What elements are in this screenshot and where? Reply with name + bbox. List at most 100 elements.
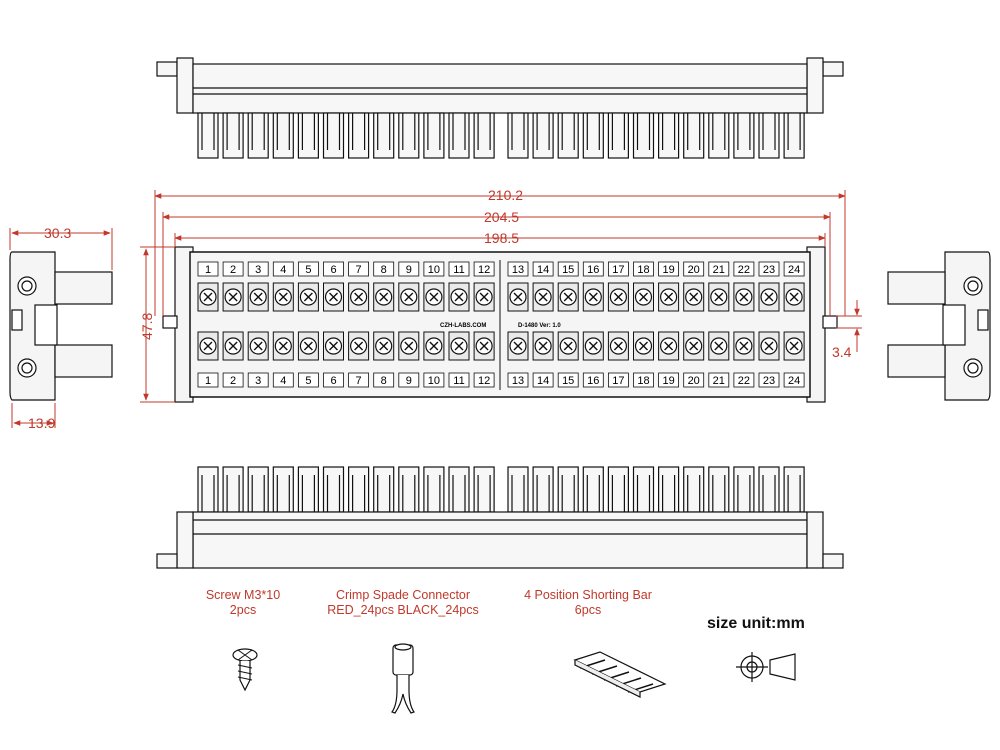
dim-rail-offset: 13.9 xyxy=(28,415,55,431)
terminal-screw-top xyxy=(448,282,470,312)
terminal-number-top: 17 xyxy=(612,264,624,276)
screw-slot xyxy=(513,341,523,351)
top-tooth xyxy=(758,112,780,159)
screw-slot xyxy=(379,341,389,351)
terminal-number-bottom: 5 xyxy=(305,375,311,387)
screw-slot xyxy=(278,292,288,302)
bottom-tooth xyxy=(733,466,755,513)
dim-mount-pitch: 204.5 xyxy=(484,209,519,225)
terminal-number-bottom: 1 xyxy=(205,375,211,387)
terminal-number-top: 6 xyxy=(330,264,336,276)
screw-icon xyxy=(232,648,258,692)
number-cell xyxy=(398,261,420,277)
terminal-number-bottom: 4 xyxy=(280,375,286,387)
number-cell xyxy=(373,372,395,388)
terminal-number-bottom: 3 xyxy=(255,375,261,387)
screw-slot xyxy=(479,341,489,351)
screw-slot xyxy=(329,341,338,351)
terminal-screw-top xyxy=(708,282,730,312)
bottom-tooth xyxy=(557,466,579,513)
number-cell xyxy=(633,261,654,277)
number-cell xyxy=(197,261,219,277)
terminal-number-top: 4 xyxy=(280,264,286,276)
terminal-screw-bottom xyxy=(323,331,344,361)
terminal-number-top: 16 xyxy=(587,264,599,276)
terminal-screw-bottom xyxy=(733,331,755,361)
bottom-tooth xyxy=(373,466,395,513)
bottom-tooth xyxy=(398,466,420,513)
bottom-tooth xyxy=(632,466,655,513)
screw-slot xyxy=(689,292,699,302)
terminal-screw-bottom xyxy=(582,331,604,361)
terminal-number-top: 5 xyxy=(305,264,311,276)
board-model-mark: D-1480 Ver: 1.0 xyxy=(518,323,561,329)
top-tooth xyxy=(783,112,805,159)
number-cell xyxy=(608,372,629,388)
screw-slot xyxy=(429,292,439,302)
terminal-screw-top xyxy=(733,282,755,312)
bottom-tooth xyxy=(532,466,554,513)
terminal-screw-top xyxy=(398,282,420,312)
bottom-tooth xyxy=(448,466,470,513)
number-cell xyxy=(683,261,705,277)
screw-slot xyxy=(479,292,489,302)
terminal-number-top: 12 xyxy=(478,264,490,276)
number-cell xyxy=(733,372,755,388)
top-tooth xyxy=(373,112,395,159)
number-cell xyxy=(507,372,529,388)
top-tooth xyxy=(473,112,495,159)
terminal-number-top: 20 xyxy=(688,264,700,276)
screw-slot xyxy=(379,292,389,302)
bottom-tooth xyxy=(683,466,705,513)
top-tooth xyxy=(197,112,219,159)
screw-slot xyxy=(639,341,648,351)
top-side-view xyxy=(156,57,844,159)
number-cell xyxy=(708,372,730,388)
screw-slot xyxy=(253,292,263,302)
screw-slot xyxy=(429,341,439,351)
terminal-screw-top xyxy=(247,282,269,312)
screw-slot xyxy=(789,292,799,302)
screw-slot xyxy=(203,292,213,302)
terminal-number-bottom: 12 xyxy=(478,375,490,387)
screw-slot xyxy=(789,341,799,351)
number-cell xyxy=(708,261,730,277)
terminal-screw-bottom xyxy=(708,331,730,361)
terminal-screw-top xyxy=(532,282,554,312)
terminal-number-bottom: 23 xyxy=(763,375,775,387)
bottom-tooth xyxy=(322,466,345,513)
terminal-screw-bottom xyxy=(557,331,579,361)
terminal-number-bottom: 10 xyxy=(428,375,440,387)
number-cell xyxy=(758,372,780,388)
terminal-screw-bottom xyxy=(507,331,529,361)
number-cell xyxy=(222,372,244,388)
terminal-number-bottom: 11 xyxy=(453,375,464,387)
number-cell xyxy=(423,261,445,277)
number-cell xyxy=(448,372,470,388)
number-cell xyxy=(532,261,554,277)
bottom-tooth xyxy=(657,466,680,513)
number-cell xyxy=(398,372,420,388)
screw-slot xyxy=(404,341,414,351)
number-cell xyxy=(197,372,219,388)
number-cell xyxy=(557,372,579,388)
top-tooth xyxy=(607,112,630,159)
dim-slot-width: 3.4 xyxy=(832,344,852,360)
terminal-number-bottom: 24 xyxy=(788,375,800,387)
terminal-number-bottom: 7 xyxy=(356,375,362,387)
screw-slot xyxy=(639,292,648,302)
screw-slot xyxy=(714,292,724,302)
number-cell xyxy=(758,261,780,277)
screw-slot xyxy=(563,292,573,302)
screw-slot xyxy=(714,341,724,351)
screw-slot xyxy=(203,341,213,351)
number-cell xyxy=(473,261,495,277)
number-cell xyxy=(272,372,294,388)
terminal-screw-bottom xyxy=(373,331,395,361)
left-end-view xyxy=(9,251,113,401)
number-cell xyxy=(582,372,604,388)
terminal-number-bottom: 9 xyxy=(406,375,412,387)
screw-slot xyxy=(354,292,364,302)
terminal-screw-bottom xyxy=(247,331,269,361)
